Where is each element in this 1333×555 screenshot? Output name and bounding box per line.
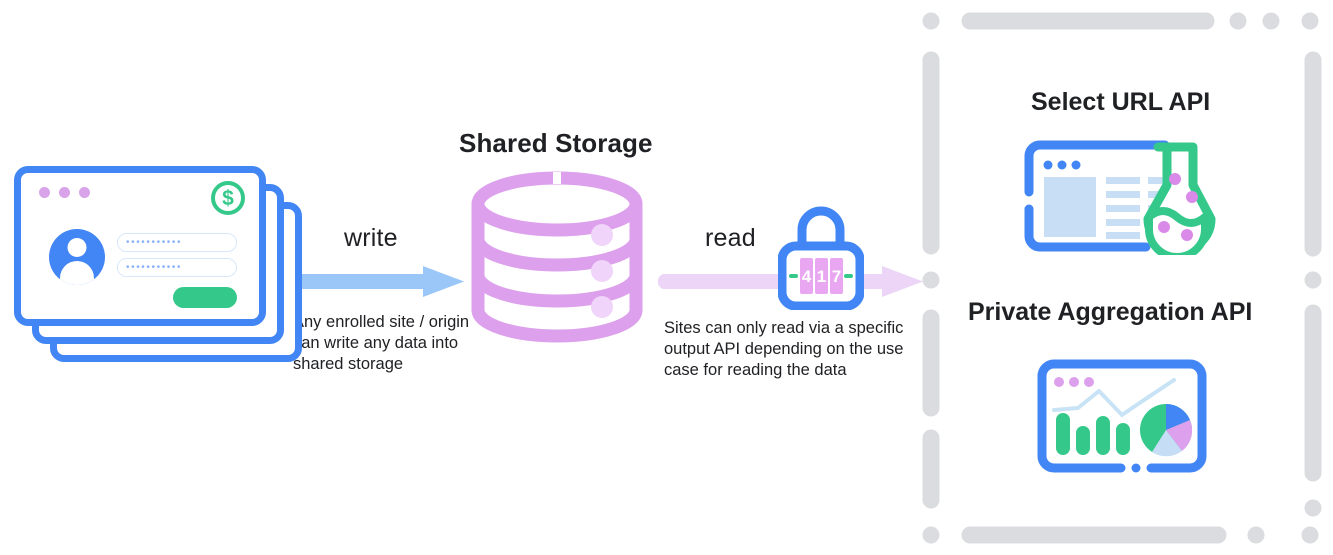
- login-card-front: $ ••••••••••• •••••••••••: [14, 166, 266, 326]
- svg-text:1: 1: [817, 267, 826, 286]
- avatar-head: [67, 238, 87, 257]
- read-caption: Sites can only read via a specific outpu…: [664, 319, 904, 379]
- write-arrow-icon: [294, 266, 464, 297]
- password-field[interactable]: •••••••••••: [117, 258, 237, 277]
- svg-text:7: 7: [832, 267, 841, 286]
- avatar: [49, 229, 105, 285]
- svg-text:4: 4: [802, 267, 812, 286]
- avatar-body: [60, 261, 94, 285]
- read-label: read: [705, 224, 756, 252]
- database-cylinder-icon: [471, 171, 643, 343]
- write-caption: Any enrolled site / origin can write any…: [293, 313, 470, 373]
- login-cards-stack: $ ••••••••••• •••••••••••: [14, 166, 306, 366]
- write-label: write: [344, 224, 398, 252]
- submit-button[interactable]: [173, 287, 237, 308]
- private-aggregation-api-icon: [1037, 359, 1207, 473]
- window-dot-2: [59, 187, 70, 198]
- select-url-api-icon: [1024, 140, 1216, 255]
- combination-lock-icon: 4 1 7: [778, 206, 864, 310]
- username-field[interactable]: •••••••••••: [117, 233, 237, 252]
- shared-storage-title: Shared Storage: [459, 128, 653, 158]
- dollar-symbol: $: [222, 186, 234, 210]
- dollar-badge-icon: $: [211, 181, 245, 215]
- window-dot-1: [39, 187, 50, 198]
- window-dot-3: [79, 187, 90, 198]
- select-url-api-title: Select URL API: [1031, 88, 1211, 116]
- window-dots: [39, 187, 90, 198]
- api-group-dashed-border: [922, 12, 1322, 544]
- private-aggregation-api-title: Private Aggregation API: [968, 298, 1253, 326]
